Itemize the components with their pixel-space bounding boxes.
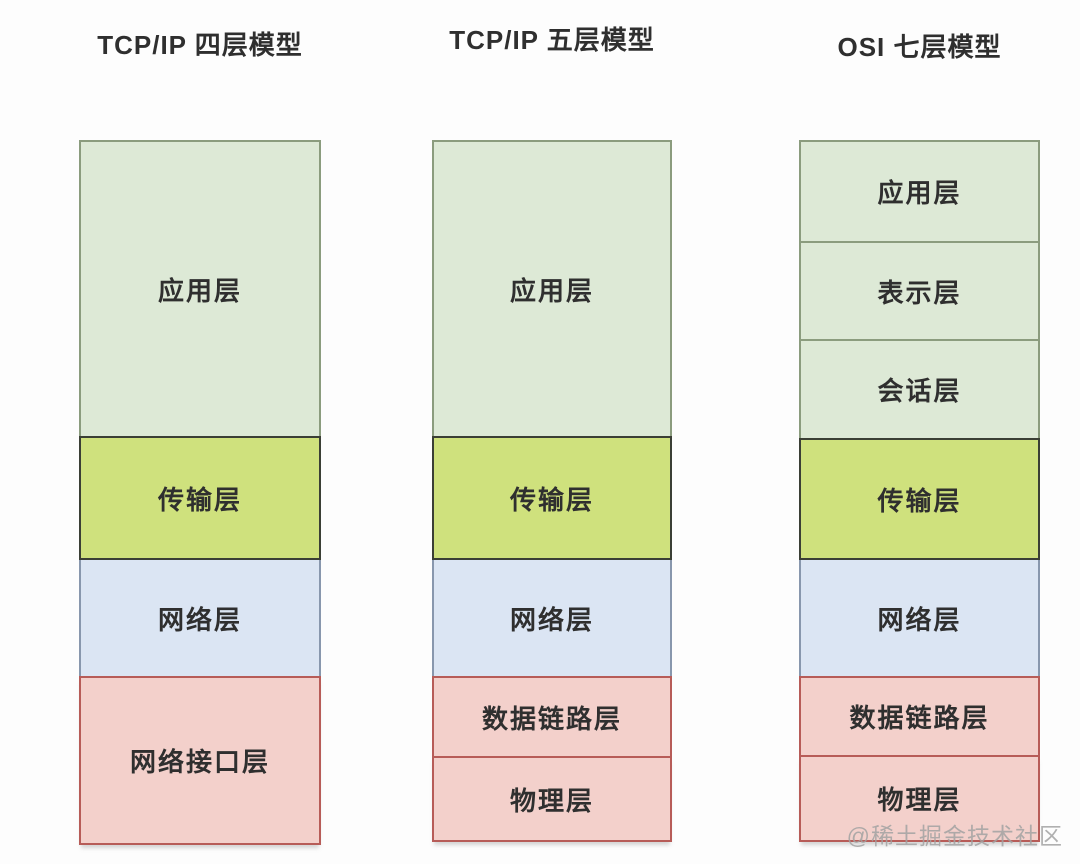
layer-label: 网络层 (157, 604, 242, 635)
column-title-tcpip4: TCP/IP 四层模型 (97, 30, 303, 60)
layer-label: 网络层 (877, 604, 962, 635)
layer-label: 应用层 (877, 178, 962, 208)
layer-box-application: 应用层 (432, 140, 672, 438)
layer-label: 数据链路层 (481, 703, 622, 734)
column-title-osi7: OSI 七层模型 (837, 32, 1002, 62)
layer-box-presentation: 表示层 (799, 241, 1040, 341)
column-tcpip-4-layer: TCP/IP 四层模型 应用层 传输层 网络层 网络接口层 (79, 0, 321, 864)
layer-label: 网络层 (509, 604, 594, 635)
layer-label: 会话层 (877, 376, 962, 406)
layer-box-network: 网络层 (432, 558, 672, 678)
layer-label: 物理层 (877, 785, 962, 815)
watermark-text: @稀土掘金技术社区 (846, 823, 1063, 849)
layer-box-network: 网络层 (799, 558, 1040, 678)
layer-box-data-link: 数据链路层 (432, 676, 672, 758)
layer-label: 表示层 (877, 277, 962, 308)
layer-box-physical: 物理层 (432, 756, 672, 842)
column-tcpip-5-layer: TCP/IP 五层模型 应用层 传输层 网络层 数据链路层 物理层 (432, 0, 672, 864)
layer-label: 应用层 (509, 275, 594, 306)
layer-label: 应用层 (157, 275, 242, 306)
layer-box-physical: 物理层 (799, 755, 1040, 842)
layer-stack-osi7: 应用层 表示层 会话层 传输层 网络层 数据链路层 物理层 (799, 140, 1040, 842)
layer-label: 数据链路层 (849, 703, 990, 733)
layer-stack-tcpip5: 应用层 传输层 网络层 数据链路层 物理层 (432, 140, 672, 842)
layer-box-transport: 传输层 (799, 438, 1040, 560)
layer-label: 传输层 (157, 484, 242, 515)
layer-label: 物理层 (509, 785, 594, 816)
layer-label: 传输层 (509, 484, 594, 515)
layer-box-transport: 传输层 (432, 436, 672, 560)
layer-box-network: 网络层 (79, 558, 321, 678)
layer-box-application: 应用层 (799, 140, 1040, 243)
layer-label: 网络接口层 (129, 747, 270, 777)
layer-box-session: 会话层 (799, 339, 1040, 440)
layer-stack-tcpip4: 应用层 传输层 网络层 网络接口层 (79, 140, 321, 845)
layer-box-network-interface: 网络接口层 (79, 676, 321, 845)
column-title-tcpip5: TCP/IP 五层模型 (449, 25, 655, 55)
layer-label: 传输层 (877, 485, 962, 516)
column-osi-7-layer: OSI 七层模型 应用层 表示层 会话层 传输层 网络层 数据链路层 物理层 (799, 0, 1040, 864)
layer-box-transport: 传输层 (79, 436, 321, 560)
layer-box-application: 应用层 (79, 140, 321, 438)
layer-box-data-link: 数据链路层 (799, 676, 1040, 757)
